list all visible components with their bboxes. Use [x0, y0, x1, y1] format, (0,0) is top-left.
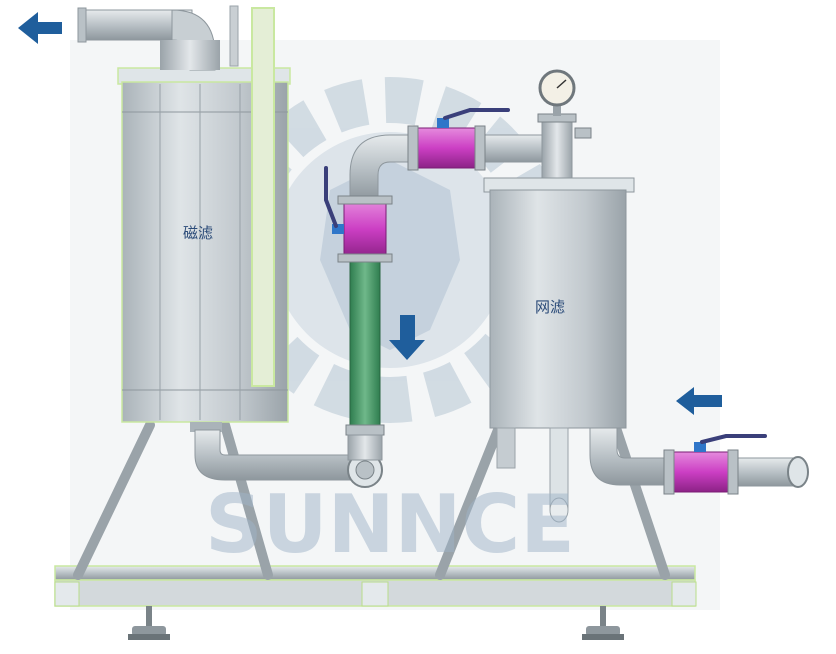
upper-bent-pipe: [349, 134, 547, 201]
vertical-rod: [251, 7, 275, 387]
arrow-icon: [18, 12, 62, 44]
leveling-foot-left: [128, 606, 170, 640]
ball-valve-icon: [407, 108, 510, 171]
arrow-icon: [389, 315, 425, 360]
mesh-filter-vessel: [483, 113, 635, 523]
watermark-text: SUNNCE: [205, 478, 575, 571]
pipe-connector: [347, 434, 383, 461]
ball-valve-icon: [324, 166, 393, 263]
leveling-foot-right: [582, 606, 624, 640]
arrow-icon: [676, 387, 722, 415]
base-frame: [54, 565, 697, 607]
outlet-pipe-top: [77, 7, 220, 71]
inlet-pipe-right: [589, 427, 809, 488]
vent-tube: [229, 5, 239, 67]
vertical-pipe: [349, 254, 381, 436]
magnetic-filter-label: 磁滤: [183, 224, 214, 242]
pressure-gauge-icon: [538, 69, 576, 116]
support-legs: [73, 420, 670, 580]
mesh-filter-label: 网滤: [535, 298, 566, 316]
pipe-flange: [345, 424, 385, 436]
ball-valve-icon: [663, 434, 767, 495]
